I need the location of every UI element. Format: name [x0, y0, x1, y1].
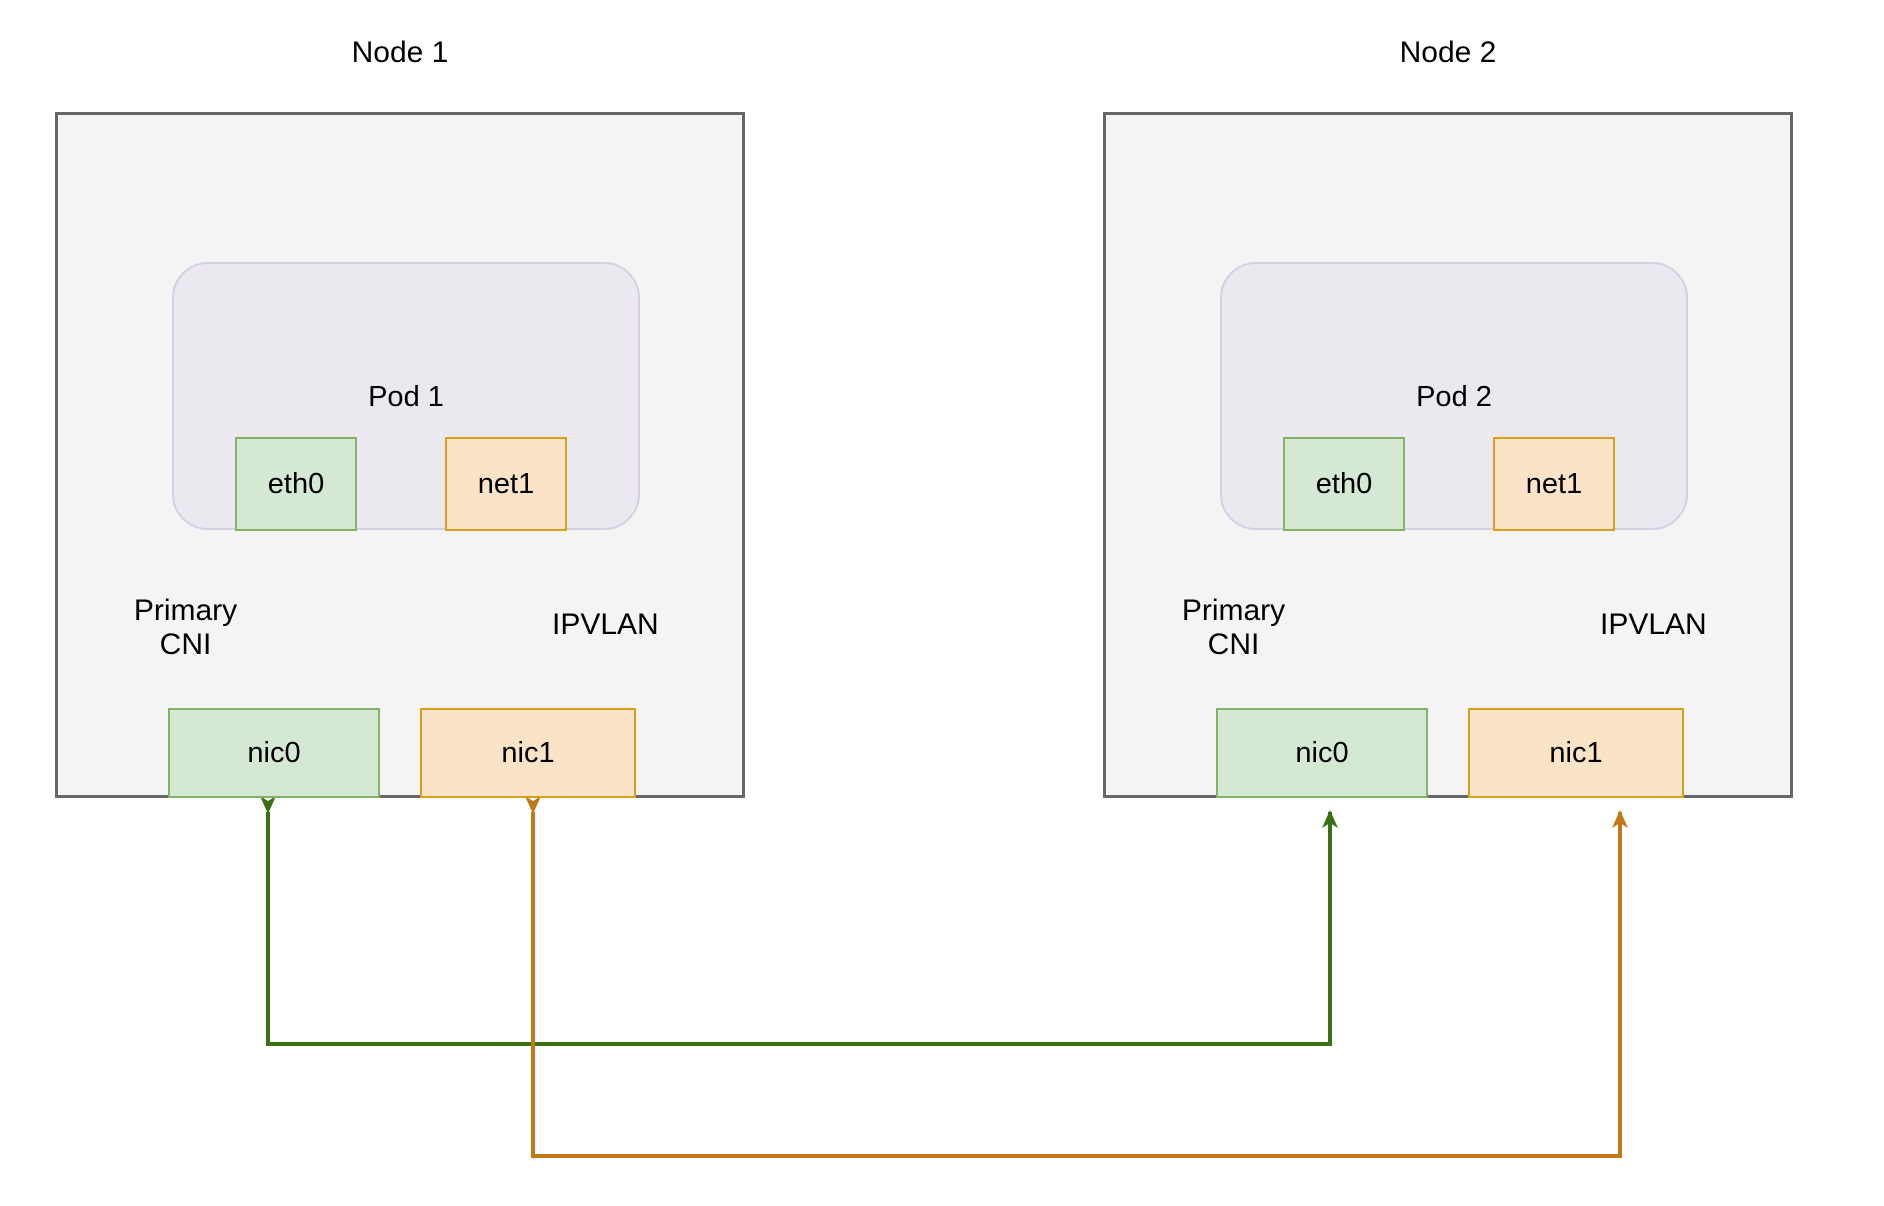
node1-nic0-label: nic0: [247, 736, 301, 769]
node2-nic0[interactable]: nic0: [1216, 708, 1428, 798]
node2-edge-label-primary-cni: Primary CNI: [1181, 594, 1286, 661]
node1-iface-eth0-label: eth0: [267, 467, 325, 500]
node1-iface-net1[interactable]: net1: [445, 437, 567, 531]
link-nic1-to-nic1: [525, 796, 1628, 1158]
node1-nic1-label: nic1: [501, 736, 555, 769]
node1-title: Node 1: [351, 36, 449, 69]
node2-nic1-label: nic1: [1549, 736, 1603, 769]
node1-pod-title: Pod 1: [368, 381, 444, 413]
node2-iface-eth0[interactable]: eth0: [1283, 437, 1405, 531]
node2-iface-net1-label: net1: [1525, 467, 1583, 500]
node2-iface-eth0-label: eth0: [1315, 467, 1373, 500]
node1-nic0[interactable]: nic0: [168, 708, 380, 798]
link-nic0-to-nic0: [260, 796, 1338, 1046]
node2-pod-title: Pod 2: [1416, 381, 1492, 413]
node2-edge-label-ipvlan: IPVLAN: [1600, 608, 1707, 641]
node2-iface-net1[interactable]: net1: [1493, 437, 1615, 531]
node2-nic0-label: nic0: [1295, 736, 1349, 769]
node1-nic1[interactable]: nic1: [420, 708, 636, 798]
node1-iface-net1-label: net1: [477, 467, 535, 500]
node1-edge-label-ipvlan: IPVLAN: [552, 608, 659, 641]
node2-title: Node 2: [1399, 36, 1497, 69]
node1-edge-label-primary-cni: Primary CNI: [133, 594, 238, 661]
node1-iface-eth0[interactable]: eth0: [235, 437, 357, 531]
node2-nic1[interactable]: nic1: [1468, 708, 1684, 798]
